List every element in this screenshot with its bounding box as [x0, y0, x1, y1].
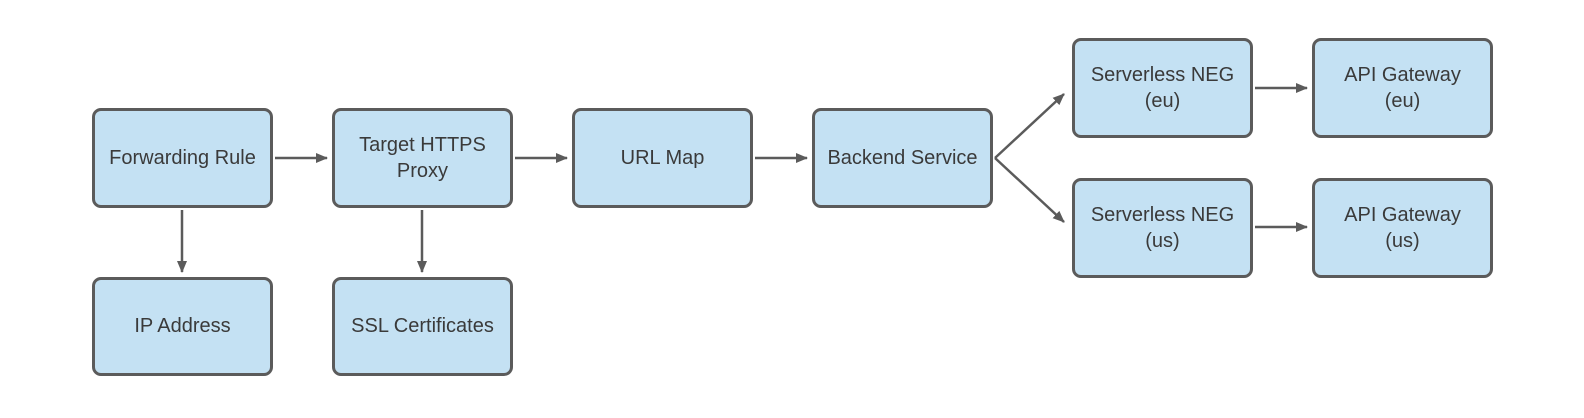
node-api-gateway-us: API Gateway (us)	[1312, 178, 1493, 278]
node-label: Target HTTPS Proxy	[359, 133, 486, 182]
node-label: API Gateway (eu)	[1344, 63, 1461, 112]
edge-backend-service-to-serverless-neg-eu	[994, 93, 1065, 159]
node-label: SSL Certificates	[351, 315, 494, 338]
node-label: URL Map	[620, 146, 705, 169]
node-label: API Gateway (us)	[1344, 203, 1461, 252]
edge-backend-service-to-serverless-neg-us	[994, 157, 1065, 223]
node-label: Serverless NEG (us)	[1090, 203, 1235, 252]
node-forwarding-rule: Forwarding Rule	[92, 108, 273, 208]
node-label: IP Address	[134, 315, 231, 338]
node-ssl-certificates: SSL Certificates	[332, 277, 513, 376]
node-label: Backend Service	[827, 146, 978, 169]
node-url-map: URL Map	[572, 108, 753, 208]
node-api-gateway-eu: API Gateway (eu)	[1312, 38, 1493, 138]
node-backend-service: Backend Service	[812, 108, 993, 208]
node-serverless-neg-us: Serverless NEG (us)	[1072, 178, 1253, 278]
node-label: Forwarding Rule	[109, 146, 256, 169]
node-serverless-neg-eu: Serverless NEG (eu)	[1072, 38, 1253, 138]
node-ip-address: IP Address	[92, 277, 273, 376]
node-target-https-proxy: Target HTTPS Proxy	[332, 108, 513, 208]
node-label: Serverless NEG (eu)	[1090, 63, 1235, 112]
